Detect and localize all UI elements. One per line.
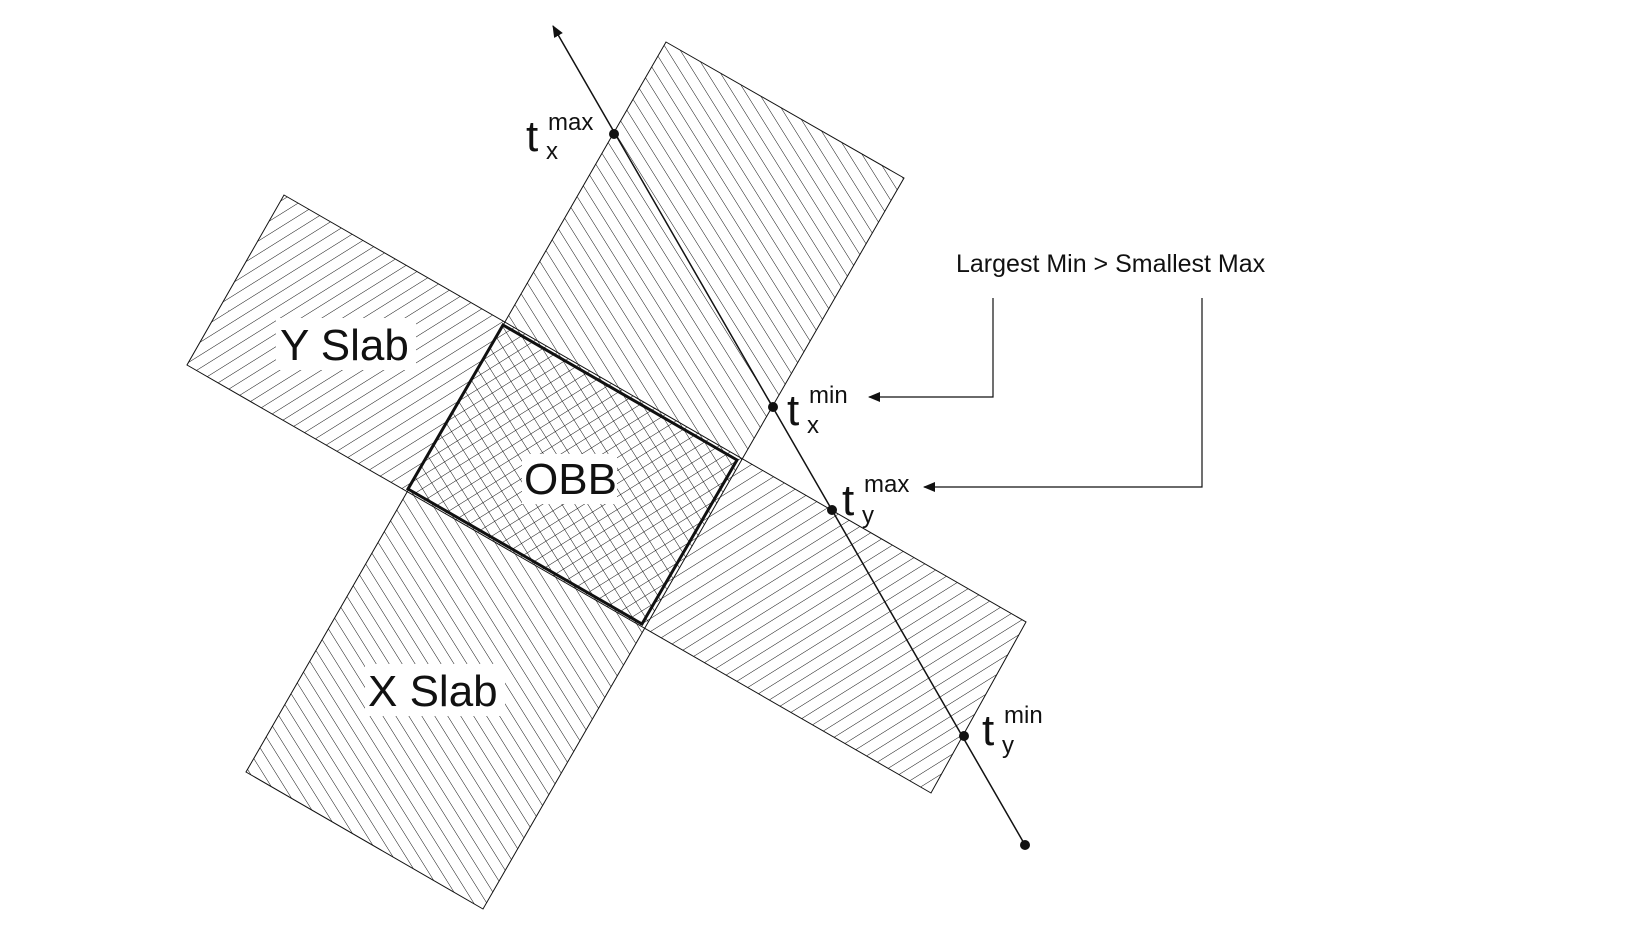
obb-label: OBB <box>524 455 617 504</box>
ray-line <box>552 25 1026 846</box>
y-slab-label: Y Slab <box>280 321 409 370</box>
tx-max-label: t x max <box>526 109 593 165</box>
svg-text:max: max <box>548 109 593 136</box>
svg-text:min: min <box>1004 702 1043 729</box>
svg-text:min: min <box>809 382 848 409</box>
leader-to-tx-min <box>868 298 994 402</box>
svg-text:t: t <box>842 476 854 525</box>
obb-box <box>405 322 740 627</box>
svg-text:max: max <box>864 471 909 498</box>
ray-origin-point <box>1020 840 1030 850</box>
ty-min-point <box>959 731 969 741</box>
ty-min-label: t y min <box>982 702 1043 759</box>
annotation-label: Largest Min > Smallest Max <box>956 250 1266 278</box>
svg-text:x: x <box>807 412 819 439</box>
svg-text:t: t <box>526 112 538 161</box>
ty-max-label: t y max <box>842 471 909 529</box>
svg-text:t: t <box>787 386 799 435</box>
svg-text:x: x <box>546 138 558 165</box>
tx-min-label: t x min <box>787 382 848 439</box>
tx-min-point <box>768 402 778 412</box>
leader-to-ty-max <box>923 298 1203 492</box>
x-slab-label: X Slab <box>368 667 498 716</box>
tx-max-point <box>609 129 619 139</box>
ty-max-point <box>827 505 837 515</box>
svg-text:y: y <box>1002 732 1014 759</box>
svg-text:t: t <box>982 706 994 755</box>
svg-text:y: y <box>862 502 874 529</box>
